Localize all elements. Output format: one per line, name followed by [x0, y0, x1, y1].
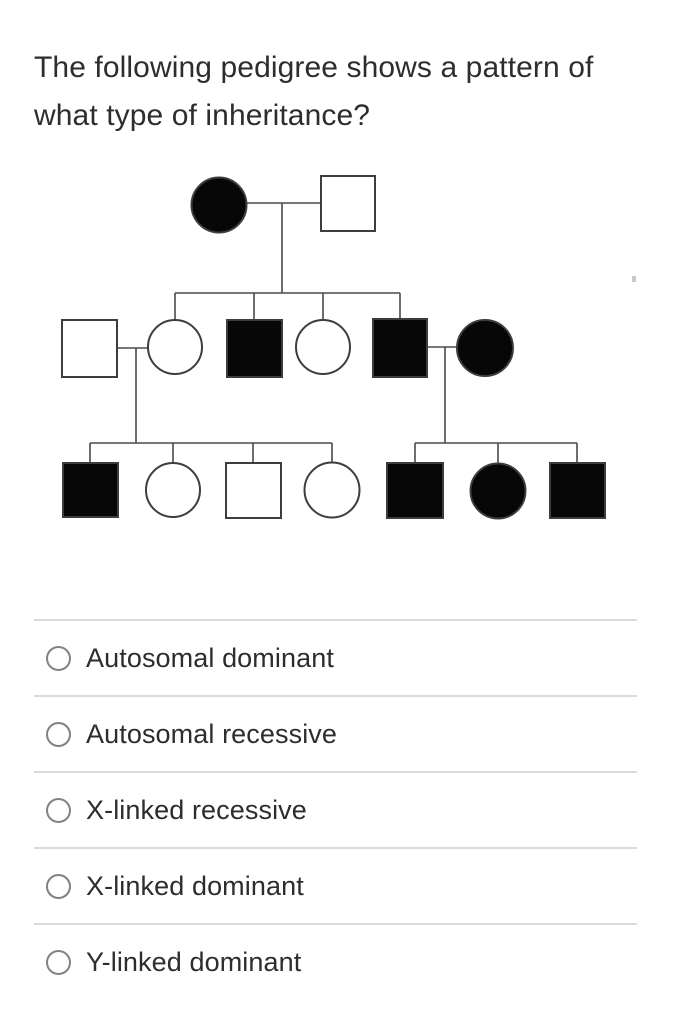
individual-III3-unaffected-male-square [225, 462, 282, 519]
individual-II2-unaffected-female-circle [147, 319, 203, 375]
individual-III5-affected-male-square [386, 462, 444, 519]
individual-III6-affected-female-circle [469, 462, 527, 520]
option-row-y-linked-dominant[interactable]: Y-linked dominant [34, 923, 637, 999]
individual-I1-affected-female-circle [190, 176, 248, 234]
option-label[interactable]: Autosomal recessive [86, 718, 338, 749]
individual-II6-affected-female-circle [456, 319, 514, 377]
option-row-autosomal-dominant[interactable]: Autosomal dominant [34, 619, 637, 695]
radio-button-autosomal-recessive[interactable] [46, 721, 71, 747]
radio-button-y-linked-dominant[interactable] [46, 949, 71, 975]
radio-button-x-linked-dominant[interactable] [46, 873, 71, 899]
individual-II4-unaffected-female-circle [295, 319, 351, 375]
option-label[interactable]: X-linked recessive [86, 794, 307, 825]
individual-II5-affected-male-square [372, 318, 428, 378]
radio-button-autosomal-dominant[interactable] [46, 645, 71, 671]
individual-III2-unaffected-female-circle [145, 462, 201, 518]
question-title: The following pedigree shows a pattern o… [34, 51, 594, 132]
radio-button-x-linked-recessive[interactable] [46, 797, 71, 823]
pedigree-diagram [0, 160, 676, 560]
option-row-autosomal-recessive[interactable]: Autosomal recessive [34, 695, 637, 771]
pedigree-svg [61, 175, 636, 520]
individual-II1-unaffected-male-square [61, 319, 118, 378]
individual-I2-unaffected-male-square [320, 175, 376, 232]
individual-III1-affected-male-square [62, 462, 119, 518]
answer-options-list: Autosomal dominant Autosomal recessive X… [34, 619, 637, 999]
scan-artifact-speck [632, 276, 636, 282]
option-row-x-linked-recessive[interactable]: X-linked recessive [34, 771, 637, 847]
individual-III4-unaffected-female-circle [303, 461, 361, 519]
individual-II3-affected-male-square [226, 319, 283, 378]
individual-III7-affected-male-square [549, 462, 606, 519]
option-label[interactable]: X-linked dominant [86, 870, 304, 901]
option-row-x-linked-dominant[interactable]: X-linked dominant [34, 847, 637, 923]
option-label[interactable]: Y-linked dominant [86, 946, 302, 977]
option-label[interactable]: Autosomal dominant [86, 642, 334, 673]
